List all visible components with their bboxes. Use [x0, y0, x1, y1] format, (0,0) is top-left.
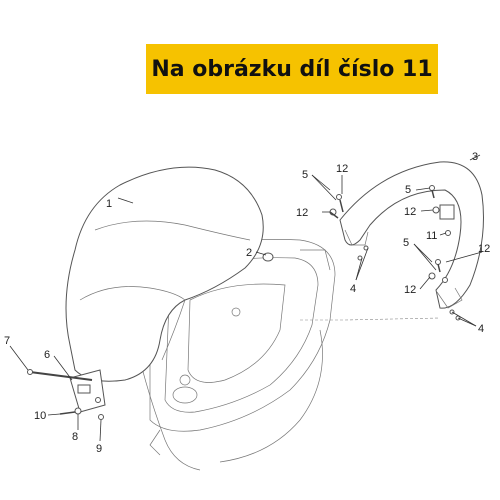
callout-11: 11	[426, 230, 437, 242]
callout-3: 3	[472, 151, 478, 163]
leader-lines	[9, 154, 483, 442]
callout-12-right-mid: 12	[478, 243, 490, 255]
hinge-bracket	[69, 369, 106, 413]
callout-8: 8	[72, 431, 78, 443]
callout-1: 1	[106, 198, 112, 210]
callout-2: 2	[246, 247, 252, 259]
callout-12-left: 12	[296, 207, 308, 219]
part-number-banner: Na obrázku díl číslo 11	[146, 44, 438, 94]
banner-text: Na obrázku díl číslo 11	[151, 56, 433, 82]
bolt-long	[27, 369, 93, 381]
callout-5-right-mid: 5	[403, 237, 409, 249]
callout-10: 10	[34, 410, 46, 422]
callout-5-left: 5	[302, 169, 308, 181]
callout-labels: 1 2 3 5 12 12 4 5 12 11 5 12 12 4 7 6 10…	[4, 151, 490, 455]
callout-6: 6	[44, 349, 50, 361]
callout-12-right-low: 12	[404, 284, 416, 296]
rear-grab-handle	[339, 161, 484, 309]
left-mount-bolts	[329, 194, 369, 261]
callout-4-right: 4	[478, 323, 484, 335]
callout-7: 7	[4, 335, 10, 347]
seat	[65, 166, 264, 382]
callout-5-right-top: 5	[405, 184, 411, 196]
callout-12-top: 12	[336, 163, 348, 175]
callout-4-left: 4	[350, 283, 356, 295]
right-mount-bolts	[428, 185, 461, 321]
callout-9: 9	[96, 443, 102, 455]
callout-12-right-top: 12	[404, 206, 416, 218]
